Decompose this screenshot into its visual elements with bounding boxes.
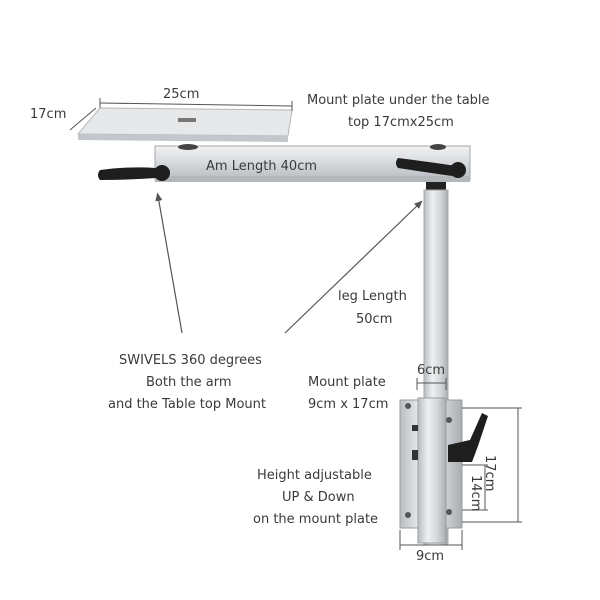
height-line3: on the mount plate xyxy=(253,512,379,527)
mount-dimension-lines xyxy=(399,378,522,550)
left-lever-handle xyxy=(98,165,170,181)
mount-top-width-label: 6cm xyxy=(417,363,446,378)
mount-plate-table-line2: top 17cmx25cm xyxy=(348,115,454,130)
mount-bottom-width-label: 9cm xyxy=(416,549,445,564)
plate-dimension-lines xyxy=(69,98,293,131)
leg-length-line1: leg Length xyxy=(338,289,407,304)
mount-plate-line2: 9cm x 17cm xyxy=(308,397,389,412)
bottom-mount-plate xyxy=(399,397,463,544)
swivel-line1: SWIVELS 360 degrees xyxy=(119,353,262,368)
plate-depth-label: 17cm xyxy=(30,107,67,122)
plate-width-label: 25cm xyxy=(163,87,200,102)
callout-pointers xyxy=(155,192,423,334)
table-mount-plate xyxy=(76,107,293,142)
side-clamp-knob xyxy=(448,413,488,462)
swivel-line3: and the Table top Mount xyxy=(108,397,266,412)
arm-length-label: Am Length 40cm xyxy=(206,159,318,174)
mount-plate-line1: Mount plate xyxy=(308,375,386,390)
right-lever-handle xyxy=(396,158,466,178)
mount-height-inner-label: 14cm xyxy=(468,475,483,512)
height-line2: UP & Down xyxy=(282,490,355,505)
leg-length-line2: 50cm xyxy=(356,312,393,327)
mount-plate-table-line1: Mount plate under the table xyxy=(307,93,490,108)
swivel-line2: Both the arm xyxy=(146,375,232,390)
height-line1: Height adjustable xyxy=(257,468,372,483)
